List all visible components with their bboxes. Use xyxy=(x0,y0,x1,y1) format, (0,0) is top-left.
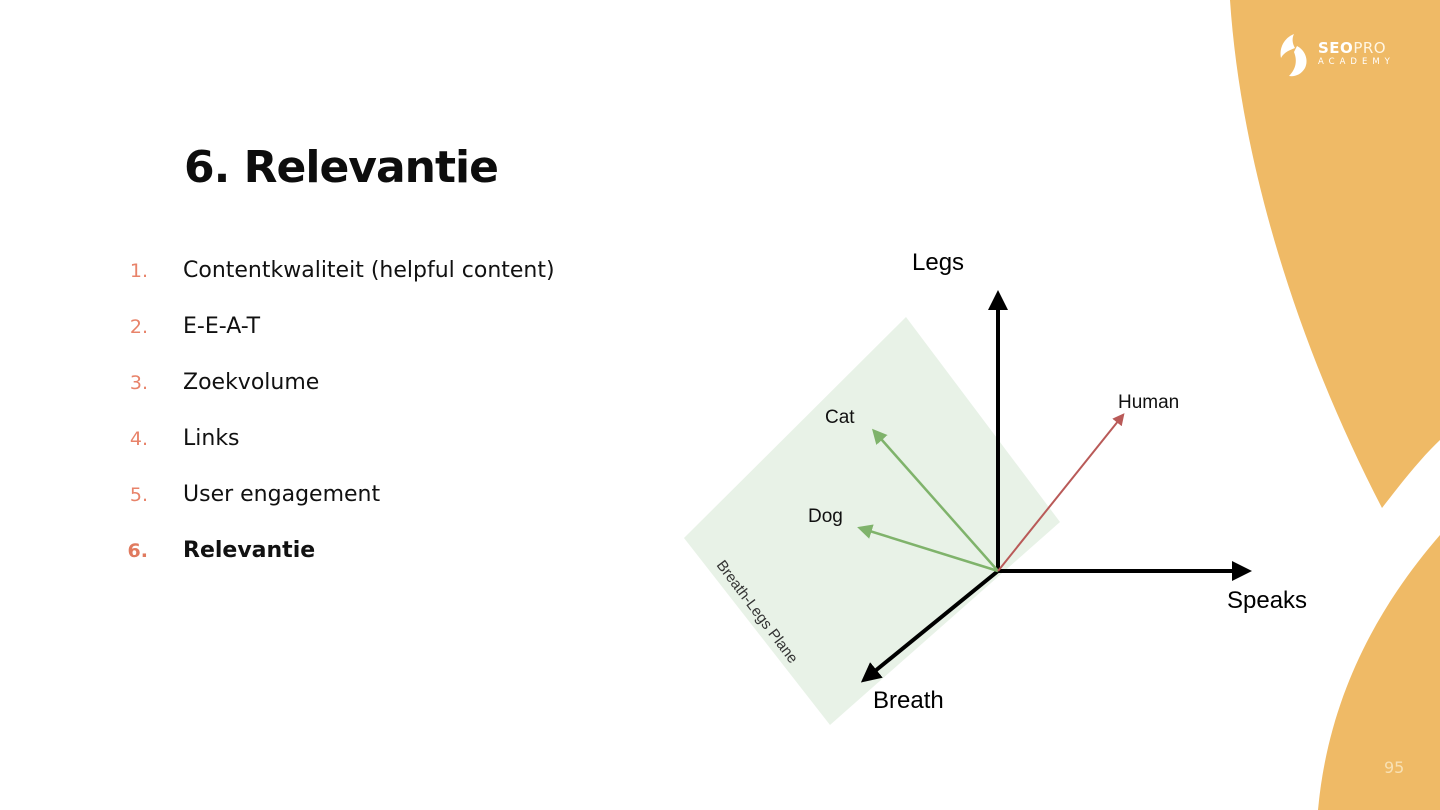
cat-label: Cat xyxy=(825,407,855,428)
human-label: Human xyxy=(1118,392,1179,413)
seopro-academy-logo: SEOPRO ACADEMY xyxy=(1278,32,1408,78)
bottom-right-blob xyxy=(1318,535,1440,810)
breath-legs-plane xyxy=(684,317,1060,725)
logo-mark-icon xyxy=(1280,34,1307,77)
list-item-number: 4. xyxy=(129,428,148,450)
cat-vector xyxy=(872,428,999,572)
list-item-label: Relevantie xyxy=(183,538,316,563)
list-item-number: 3. xyxy=(129,372,148,394)
list-item-label: E-E-A-T xyxy=(183,314,261,339)
logo-subtitle: ACADEMY xyxy=(1318,57,1395,67)
dog-vector xyxy=(857,524,999,573)
top-right-blob xyxy=(1230,0,1440,508)
breath-axis-label: Breath xyxy=(873,687,944,714)
legs-axis-label: Legs xyxy=(912,249,964,276)
list-item-number: 5. xyxy=(129,484,148,506)
list-item-label: Links xyxy=(183,426,240,451)
vector-space-diagram: Breath-Legs Plane Legs Speaks Breath Cat… xyxy=(684,249,1307,725)
list-item-label: Contentkwaliteit (helpful content) xyxy=(183,258,555,283)
page-number: 95 xyxy=(1384,758,1405,777)
speaks-axis-label: Speaks xyxy=(1227,587,1307,614)
list-item-number: 2. xyxy=(129,316,148,338)
slide-title: 6. Relevantie xyxy=(184,142,499,193)
list-item-number: 6. xyxy=(127,540,148,562)
list-item-number: 1. xyxy=(129,260,148,282)
logo-wordmark: SEOPRO xyxy=(1318,39,1387,57)
human-vector xyxy=(997,413,1125,572)
dog-label: Dog xyxy=(808,506,843,527)
breath-axis xyxy=(860,569,1000,683)
list-item-label: Zoekvolume xyxy=(183,370,320,395)
list-item-label: User engagement xyxy=(183,482,381,507)
